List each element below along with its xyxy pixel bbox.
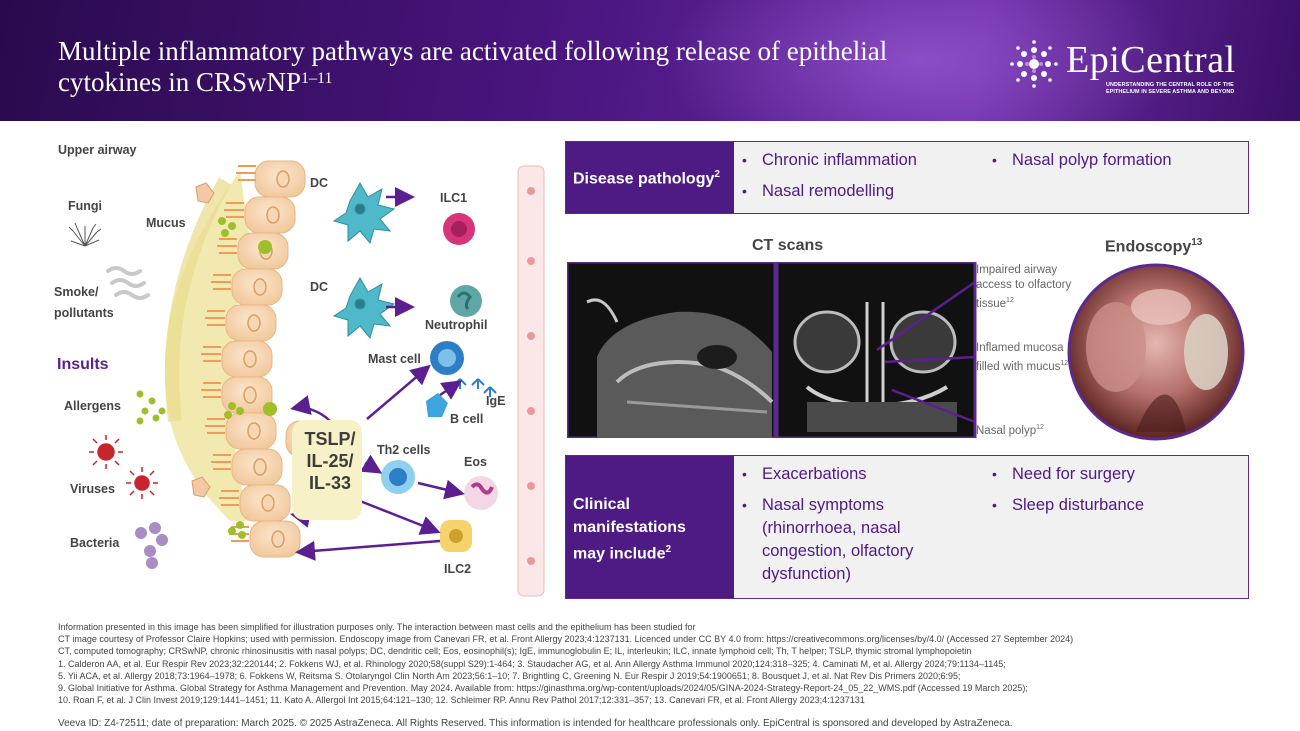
bacteria-label: Bacteria xyxy=(70,536,120,550)
eos-label: Eos xyxy=(464,455,487,469)
pollutants-label: pollutants xyxy=(54,306,114,320)
pathology-item: •Chronic inflammation xyxy=(742,151,917,169)
ilc1-cell-icon xyxy=(443,213,475,245)
th2-label: Th2 cells xyxy=(377,443,431,457)
neutrophil-label: Neutrophil xyxy=(425,318,488,332)
cytokine-label: TSLP/ IL-25/ IL-33 xyxy=(304,429,356,493)
arrow-th2-eos xyxy=(417,479,465,500)
arrow-ilc2-epithelium xyxy=(295,539,441,561)
b-cell-icon xyxy=(426,393,448,417)
dc-label-1: DC xyxy=(310,176,329,190)
disease-pathology-label: Disease pathology2 xyxy=(566,142,734,213)
ct-scans-title: CT scans xyxy=(752,237,824,254)
bacteria-icon xyxy=(135,522,168,569)
th2-cell-icon xyxy=(381,460,415,494)
endoscopy-title: Endoscopy13 xyxy=(1105,237,1203,256)
annotation-polyp: Nasal polyp12 xyxy=(976,424,1044,437)
mucus-label: Mucus xyxy=(146,216,186,230)
viruses-label: Viruses xyxy=(70,482,115,496)
neutrophil-icon xyxy=(450,285,482,317)
arrow-cyto-th2 xyxy=(359,454,383,474)
insults-label: Insults xyxy=(57,356,109,373)
clinical-item: •Need for surgery xyxy=(992,465,1135,483)
logo-wordmark: EpiCentral xyxy=(1066,39,1236,81)
disease-pathology-box: Disease pathology2 xyxy=(565,141,1249,214)
pathology-item: •Nasal polyp formation xyxy=(992,151,1172,169)
eosinophil-icon xyxy=(464,476,498,510)
allergen-icon xyxy=(136,390,166,425)
ilc2-label: ILC2 xyxy=(444,562,472,576)
clinical-manifestations-box: Clinical manifestations may include2 xyxy=(565,455,1249,599)
virus-icon xyxy=(89,435,158,499)
ct-scan-images xyxy=(567,262,977,438)
smoke-label: Smoke/ xyxy=(54,285,99,299)
ilc2-cell-icon xyxy=(440,520,472,552)
footnotes: Information presented in this image has … xyxy=(58,622,1074,706)
annotation-mucosa: Inflamed mucosa filled with mucus12 xyxy=(976,342,1069,373)
arrow-cyto-ilc2 xyxy=(359,499,441,535)
upper-airway-label: Upper airway xyxy=(58,143,137,157)
mast-cell-label: Mast cell xyxy=(368,352,421,366)
arrow-bcell-ige xyxy=(439,380,463,400)
clinical-item: •Nasal symptoms (rhinorrhoea, nasal cong… xyxy=(742,496,914,583)
blood-vessel xyxy=(517,165,545,597)
page-title: Multiple inflammatory pathways are activ… xyxy=(58,36,888,97)
endoscopy-image xyxy=(1067,263,1245,441)
clinical-item: •Sleep disturbance xyxy=(992,496,1145,514)
arrow-cyto-up xyxy=(290,395,331,422)
ige-label: IgE xyxy=(486,394,506,408)
arrow-cyto-mast xyxy=(366,364,431,420)
fungi-spore-icon xyxy=(191,182,215,498)
logo-dots-icon xyxy=(1010,40,1058,88)
epicentral-logo: EpiCentral UNDERSTANDING THE CENTRAL ROL… xyxy=(1010,38,1260,98)
logo-tagline: UNDERSTANDING THE CENTRAL ROLE OF THE EP… xyxy=(1106,82,1235,95)
fungi-icon xyxy=(68,222,102,247)
header-banner: Multiple inflammatory pathways are activ… xyxy=(0,0,1300,121)
clinical-manifestations-label: Clinical manifestations may include2 xyxy=(566,456,734,598)
dc-label-2: DC xyxy=(310,280,329,294)
pathology-item: •Nasal remodelling xyxy=(742,182,895,200)
dendritic-cell-icon xyxy=(332,181,396,340)
b-cell-label: B cell xyxy=(450,412,484,426)
fungi-label: Fungi xyxy=(68,199,103,213)
annotation-olfactory: Impaired airway access to olfactory tiss… xyxy=(976,264,1072,310)
cytokine-box xyxy=(292,420,362,520)
footer-legal: Veeva ID: Z4-72511; date of preparation:… xyxy=(58,718,1013,729)
mast-cell-icon xyxy=(430,341,464,375)
clinical-item: •Exacerbations xyxy=(742,465,867,483)
header-glow xyxy=(660,0,1180,121)
allergens-label: Allergens xyxy=(64,399,121,413)
ilc1-label: ILC1 xyxy=(440,191,468,205)
smoke-icon xyxy=(106,266,150,300)
